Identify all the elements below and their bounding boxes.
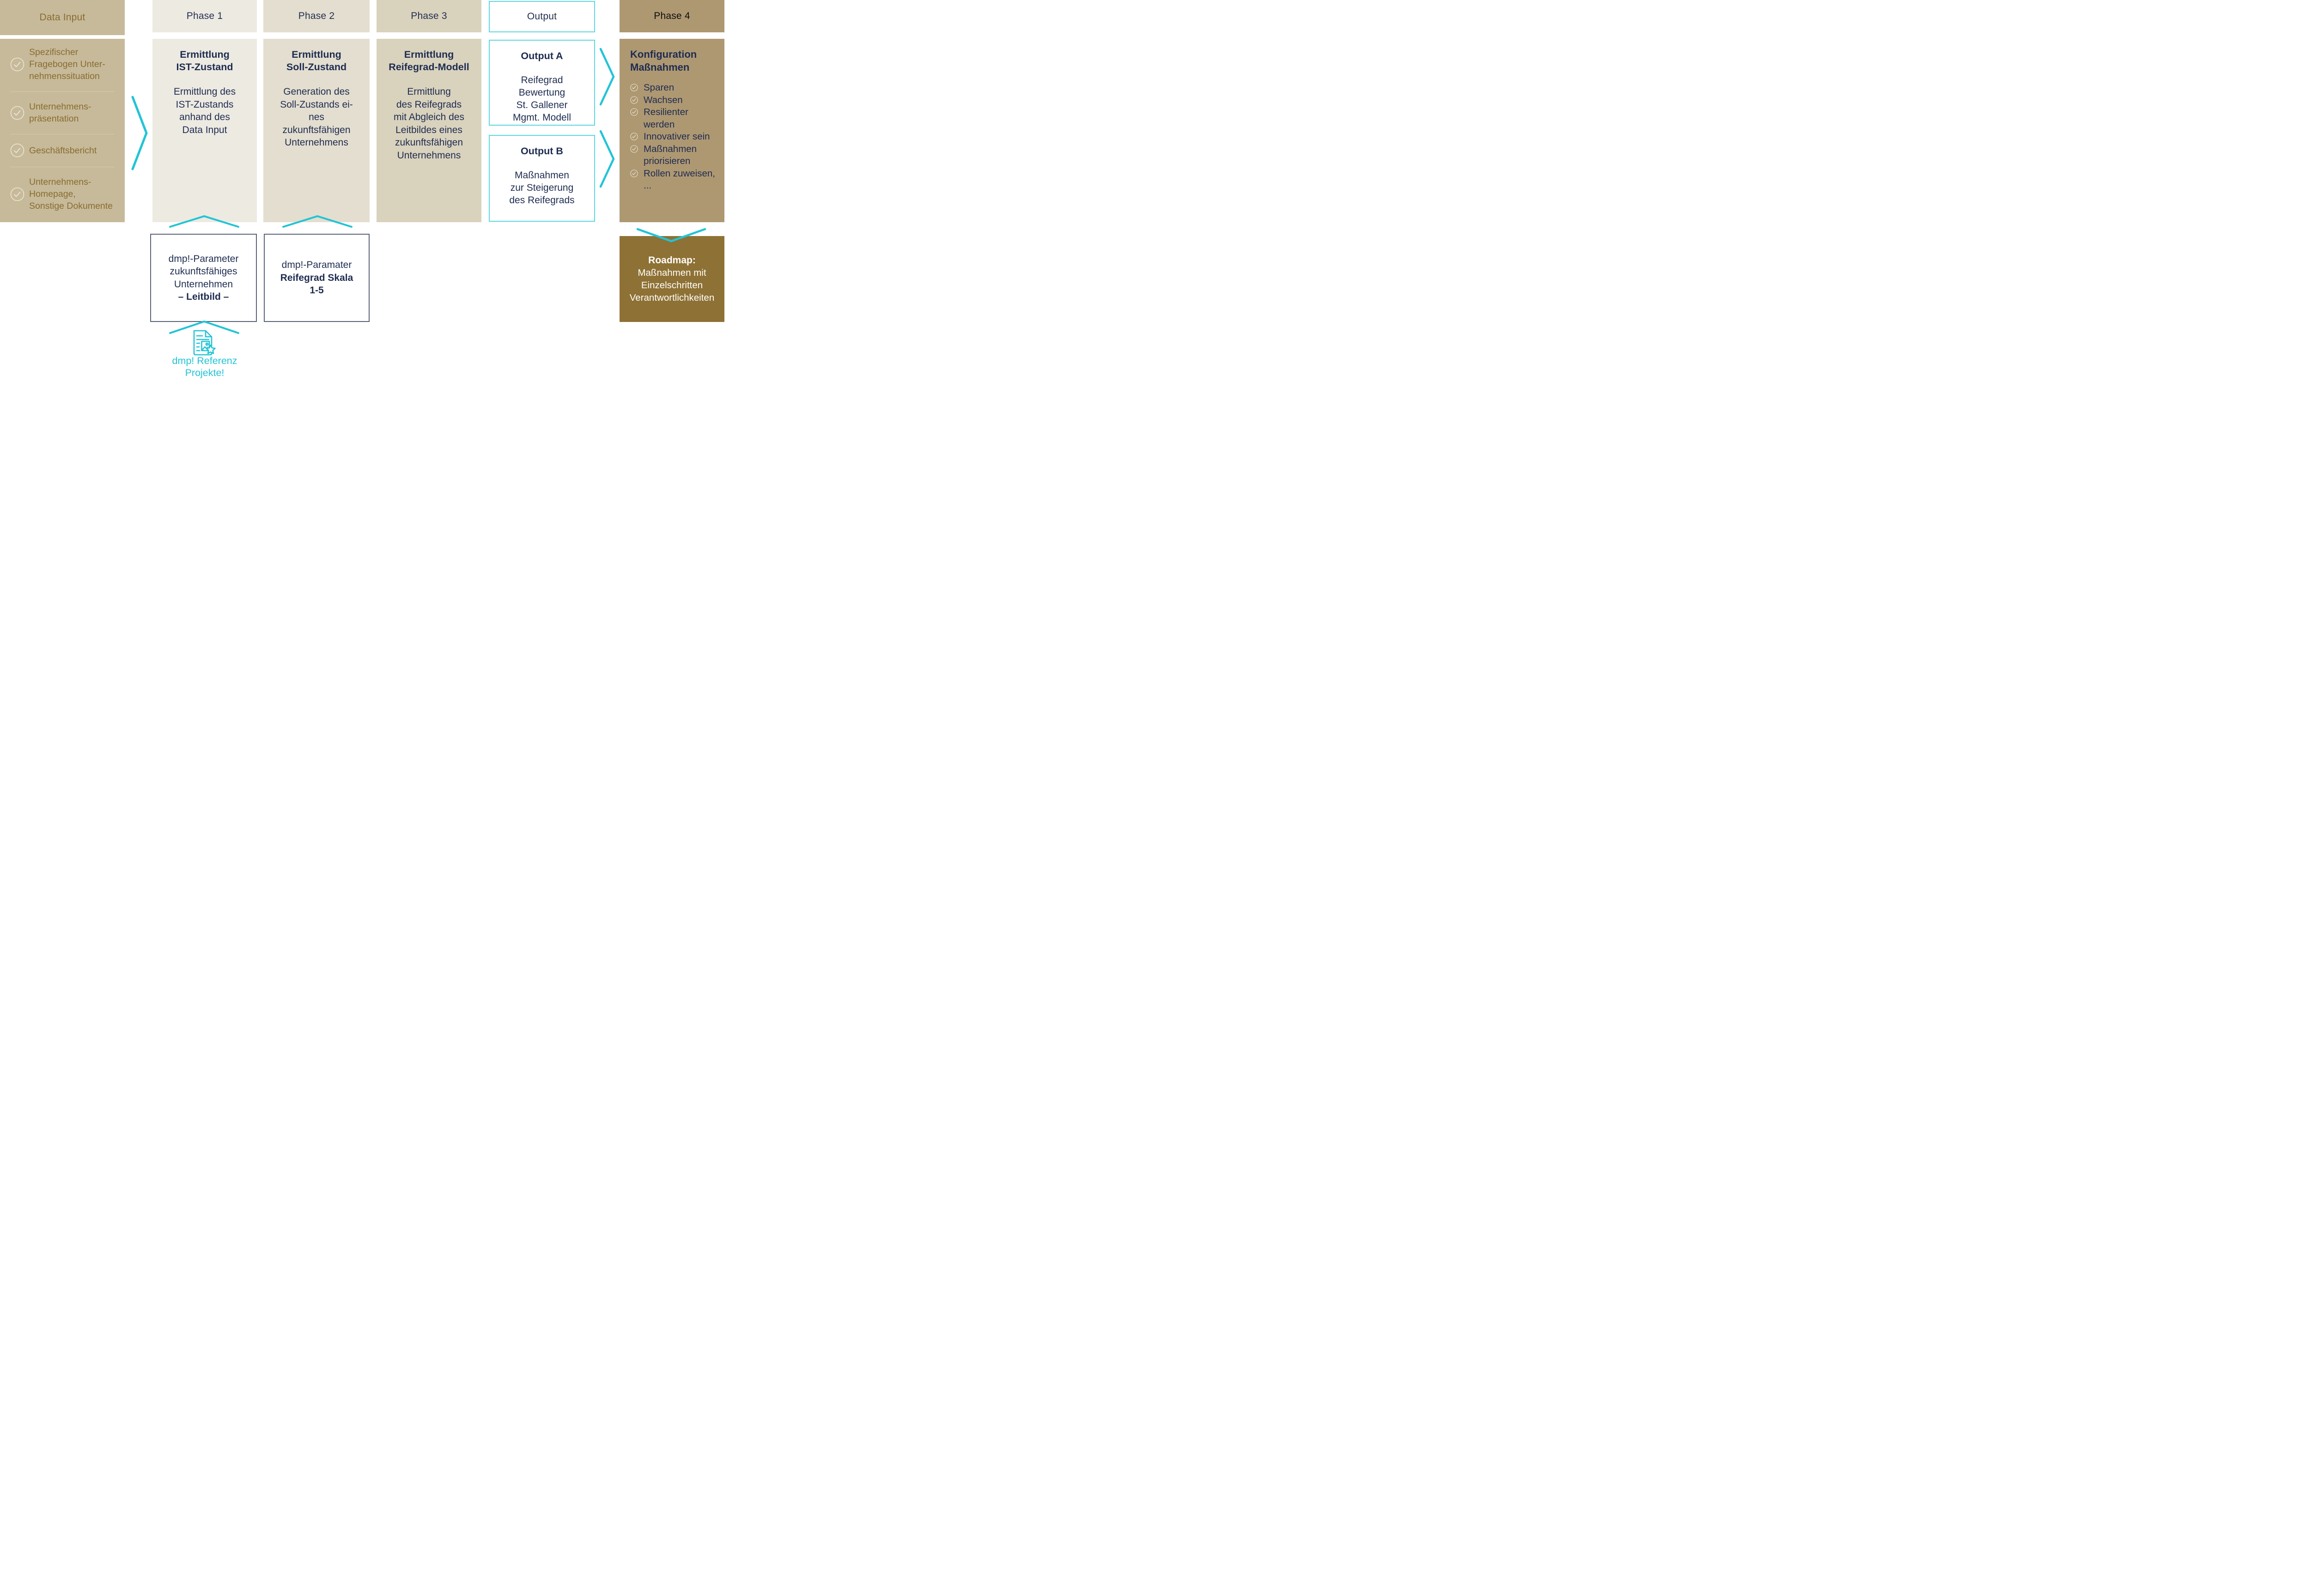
chevron-right-icon: [131, 96, 148, 170]
phase2-header: Phase 2: [263, 0, 370, 32]
phase3-title: Phase 3: [411, 11, 447, 21]
phase1-heading: Ermittlung IST-Zustand: [176, 49, 233, 73]
phase1-header: Phase 1: [152, 0, 257, 32]
phase4-item-label: Innovativer sein: [644, 131, 710, 142]
output-b-heading: Output B: [521, 146, 563, 157]
phase1-body: Ermittlung IST-Zustand Ermittlung des IS…: [152, 39, 257, 222]
phase4-body: Konfiguration Maßnahmen Sparen Wachsen: [620, 39, 724, 222]
reference-label: dmp! Referenz Projekte!: [172, 355, 237, 378]
phase4-item: Sparen: [630, 82, 721, 94]
dmp-parameter-skala-bold: Reifegrad Skala 1-5: [280, 272, 353, 296]
divider: [10, 91, 115, 92]
check-circle-icon: [630, 133, 638, 140]
output-title: Output: [527, 11, 557, 22]
check-circle-icon: [630, 108, 638, 116]
phase4-item-label: Maßnahmen priorisieren: [644, 143, 697, 167]
dmp-parameter-leitbild-text: dmp!-Parameter zukunftsfähiges Unternehm…: [168, 253, 239, 290]
check-circle-icon: [10, 106, 24, 120]
output-b-box: Output B Maßnahmen zur Steigerung des Re…: [489, 135, 595, 222]
phase4-item-label: Resilienter werden: [644, 107, 688, 130]
phase4-item: Rollen zuweisen, ...: [630, 168, 721, 192]
output-a-description: Reifegrad Bewertung St. Gallener Mgmt. M…: [512, 75, 571, 123]
phase4-item: Resilienter werden: [630, 106, 721, 131]
output-a-box: Output A Reifegrad Bewertung St. Gallene…: [489, 40, 595, 126]
check-circle-icon: [630, 145, 638, 153]
check-circle-icon: [10, 187, 24, 201]
star-icon: [206, 344, 216, 354]
roadmap-heading: Roadmap:: [648, 255, 696, 266]
phase3-header: Phase 3: [377, 0, 481, 32]
check-circle-icon: [10, 143, 24, 158]
chevron-up-icon: [282, 215, 353, 228]
data-input-title: Data Input: [39, 12, 85, 23]
phase2-heading: Ermittlung Soll-Zustand: [286, 49, 347, 73]
roadmap-box: Roadmap: Maßnahmen mit Einzelschritten V…: [620, 236, 724, 322]
data-input-item: Unternehmens- präsentation: [0, 101, 125, 125]
phase4-item: Maßnahmen priorisieren: [630, 143, 721, 168]
phase4-header: Phase 4: [620, 0, 724, 32]
chevron-right-icon: [599, 130, 615, 188]
phase2-description: Generation des Soll-Zustands ei- nes zuk…: [280, 86, 353, 148]
roadmap-description: Maßnahmen mit Einzelschritten Verantwort…: [629, 267, 715, 303]
check-circle-icon: [10, 57, 24, 71]
chevron-down-icon: [636, 228, 706, 243]
phase4-item-label: Wachsen: [644, 94, 683, 105]
check-circle-icon: [630, 169, 638, 177]
phase4-heading: Konfiguration Maßnahmen: [630, 49, 697, 73]
dmp-parameter-leitbild-bold: – Leitbild –: [178, 291, 229, 302]
dmp-parameter-skala-box: dmp!-Paramater Reifegrad Skala 1-5: [264, 234, 370, 322]
phase1-title: Phase 1: [186, 11, 223, 21]
phase4-item-label: Sparen: [644, 82, 675, 93]
dmp-parameter-skala-text: dmp!-Paramater: [281, 260, 352, 271]
check-circle-icon: [630, 96, 638, 104]
dmp-parameter-leitbild-box: dmp!-Parameter zukunftsfähiges Unternehm…: [150, 234, 257, 322]
output-a-heading: Output A: [521, 50, 563, 61]
data-input-item-label: Unternehmens- Homepage, Sonstige Dokumen…: [29, 177, 113, 211]
phase4-title: Phase 4: [654, 11, 690, 21]
check-circle-icon: [630, 84, 638, 91]
data-input-item: Unternehmens- Homepage, Sonstige Dokumen…: [0, 176, 125, 212]
phase1-description: Ermittlung des IST-Zustands anhand des D…: [173, 86, 236, 135]
process-diagram: Data Input Spezifischer Fragebogen Unter…: [0, 0, 724, 381]
data-input-item-label: Unternehmens- präsentation: [29, 102, 91, 124]
output-b-description: Maßnahmen zur Steigerung des Reifegrads: [509, 170, 575, 206]
data-input-body: Spezifischer Fragebogen Unter- nehmenssi…: [0, 39, 125, 222]
data-input-item: Geschäftsbericht: [0, 143, 125, 158]
phase3-body: Ermittlung Reifegrad-Modell Ermittlung d…: [377, 39, 481, 222]
phase2-title: Phase 2: [298, 11, 335, 21]
chevron-right-icon: [599, 48, 615, 106]
output-header: Output: [489, 1, 595, 32]
chevron-up-icon: [169, 215, 239, 228]
phase4-item: Innovativer sein: [630, 131, 721, 143]
phase4-item-label: Rollen zuweisen, ...: [644, 168, 715, 191]
data-input-item-label: Spezifischer Fragebogen Unter- nehmenssi…: [29, 47, 105, 81]
data-input-item-label: Geschäftsbericht: [29, 145, 97, 156]
phase4-item: Wachsen: [630, 94, 721, 107]
data-input-header: Data Input: [0, 0, 125, 35]
phase3-description: Ermittlung des Reifegrads mit Abgleich d…: [394, 86, 464, 161]
phase3-heading: Ermittlung Reifegrad-Modell: [389, 49, 469, 73]
document-image-star-icon: [193, 330, 216, 356]
phase2-body: Ermittlung Soll-Zustand Generation des S…: [263, 39, 370, 222]
chevron-up-icon: [169, 320, 239, 334]
data-input-item: Spezifischer Fragebogen Unter- nehmenssi…: [0, 46, 125, 82]
